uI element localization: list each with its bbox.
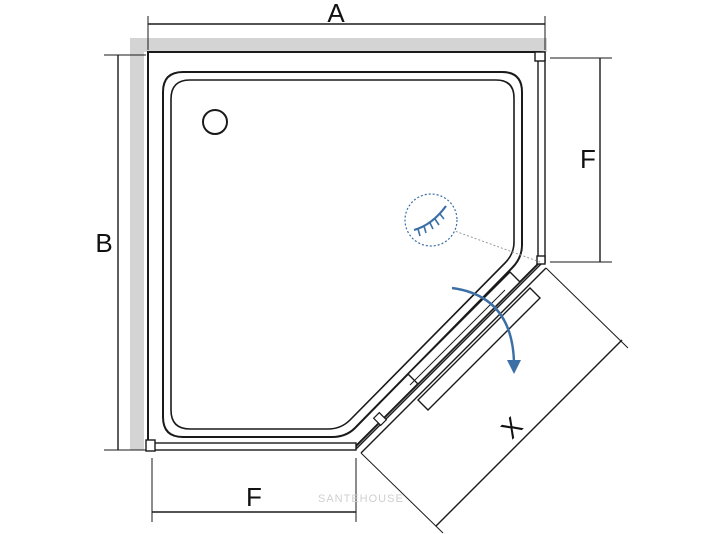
left-wall (130, 38, 144, 450)
door-handle (372, 411, 388, 427)
door-frame-line-2 (360, 267, 547, 454)
bottom-wall-profile (145, 439, 156, 452)
drain-icon (202, 109, 228, 135)
door-glass-line (409, 289, 506, 386)
door-swing-arrow-icon (451, 286, 516, 363)
dim-b-label: B (95, 228, 112, 258)
top-wall (130, 38, 547, 52)
dim-f-bottom-label: F (246, 482, 262, 512)
right-panel-end (536, 255, 546, 265)
right-wall-profile (534, 51, 546, 62)
hinge-detail-icon (404, 193, 458, 247)
right-fixed-panel (537, 51, 546, 263)
dim-x-ext-upper (545, 267, 629, 349)
detail-leader-line (451, 229, 541, 263)
dim-x-ext-lower (360, 452, 444, 534)
dim-x-line (435, 339, 623, 527)
tray-outline (147, 51, 541, 447)
hinge-detail-teeth (417, 213, 445, 237)
hinge-detail-curve (413, 205, 447, 232)
watermark-text: SANTEHOUSE (318, 493, 404, 505)
tray-rim-inner (170, 79, 515, 430)
dim-f-right-label: F (580, 144, 596, 174)
bottom-fixed-panel (147, 442, 357, 451)
door-leaf-2 (417, 287, 541, 411)
dim-a-label: A (327, 0, 345, 28)
door-swing-arrowhead (507, 360, 521, 374)
door-frame-line-1 (355, 263, 542, 450)
door-leaf-1 (407, 271, 521, 385)
tray-rim-outer (162, 71, 523, 438)
